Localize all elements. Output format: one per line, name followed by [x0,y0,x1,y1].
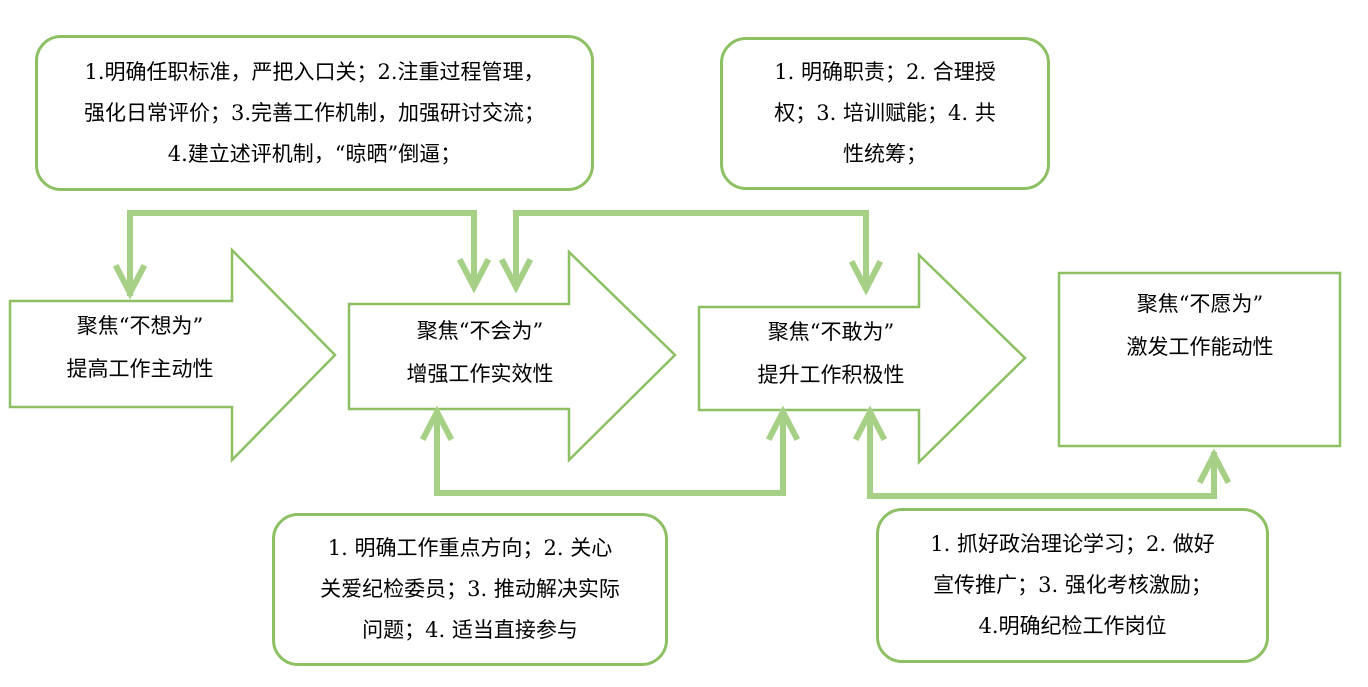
measure-top-right-line1: 1. 明确职责；2. 合理授 [774,60,996,84]
measure-box-bottom-mid: 1. 明确工作重点方向；2. 关心 关爱纪检委员；3. 推动解决实际 问题；4.… [272,513,668,666]
arrowhead-stage3-bottom-right [852,405,888,442]
stage-4-line2: 激发工作能动性 [1126,335,1274,359]
stage-label-1: 聚焦“不想为” 提高工作主动性 [30,305,250,391]
connector-bottom-right [867,409,1217,499]
measure-top-left-line2: 强化日常评价；3.完善工作机制，加强研讨交流； [83,100,546,125]
stage-arrow-3 [697,252,1027,465]
arrowhead-stage3-top [848,259,884,296]
connector-top-right [513,210,869,290]
stage-label-4: 聚焦“不愿为” 激发工作能动性 [1090,283,1310,369]
measure-bottom-mid-line1: 1. 明确工作重点方向；2. 关心 [327,536,613,560]
arrowhead-stage1-top [112,263,148,300]
measure-box-bottom-right: 1. 抓好政治理论学习；2. 做好 宣传推广；3. 强化考核激励； 4.明确纪检… [876,508,1269,663]
stage-label-2: 聚焦“不会为” 增强工作实效性 [370,310,590,396]
arrowhead-stage2-bottom [419,405,455,442]
measure-top-left-line1: 1.明确任职标准，严把入口关；2.注重过程管理， [84,59,545,84]
arrowhead-stage4-bottom [1196,448,1232,485]
stage-1-line1: 聚焦“不想为” [76,314,204,338]
measure-top-right-line3: 性统筹； [843,142,927,166]
stage-3-line1: 聚焦“不敢为” [767,320,895,344]
connector-top-left [127,210,477,296]
stage-box-4 [1057,271,1342,448]
measure-bottom-mid-line3: 问题；4. 适当直接参与 [362,618,578,642]
stage-2-line1: 聚焦“不会为” [416,319,544,343]
connector-bottom-mid [434,409,786,496]
measure-box-top-right: 1. 明确职责；2. 合理授 权；3. 培训赋能；4. 共 性统筹； [720,37,1050,190]
stage-1-line2: 提高工作主动性 [66,357,214,381]
stage-3-line2: 提升工作积极性 [757,363,905,387]
stage-label-3: 聚焦“不敢为” 提升工作积极性 [721,311,941,397]
stage-4-line1: 聚焦“不愿为” [1136,292,1264,316]
stage-arrow-2 [347,249,677,463]
arrowhead-stage2-top-right [456,257,492,294]
measure-box-top-left: 1.明确任职标准，严把入口关；2.注重过程管理， 强化日常评价；3.完善工作机制… [35,35,594,191]
stage-arrow-1 [8,246,337,464]
measure-bottom-right-line1: 1. 抓好政治理论学习；2. 做好 [930,532,1215,556]
measure-bottom-mid-line2: 关爱纪检委员；3. 推动解决实际 [320,577,620,601]
arrowhead-stage3-bottom-left [765,405,801,442]
arrowhead-stage2-top-left [498,257,534,294]
measure-top-right-line2: 权；3. 培训赋能；4. 共 [774,101,996,125]
measure-bottom-right-line3: 4.明确纪检工作岗位 [978,614,1167,638]
measure-top-left-line3: 4.建立述评机制，“晾晒”倒逼； [167,141,462,166]
stage-2-line2: 增强工作实效性 [406,362,554,386]
measure-bottom-right-line2: 宣传推广；3. 强化考核激励； [933,573,1212,597]
